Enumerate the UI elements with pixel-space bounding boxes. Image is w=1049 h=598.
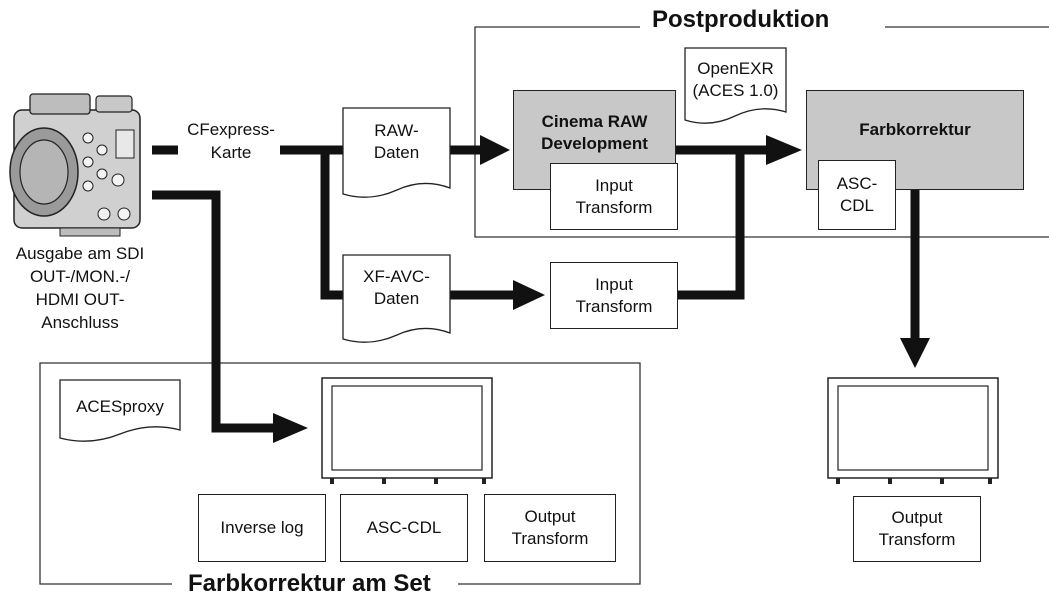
input-transform-xfavc-box: Input Transform (550, 262, 678, 329)
input-transform-raw-box: Input Transform (550, 163, 678, 230)
doc-acesproxy-label: ACESproxy (76, 397, 164, 416)
doc-raw-label: RAW- Daten (373, 121, 420, 162)
arrowhead-to-cinema (480, 135, 510, 165)
arrowhead-to-onset-monitor (273, 413, 308, 443)
doc-acesproxy-shape (59, 379, 181, 442)
doc-xfavc-label: XF-AVC- Daten (363, 267, 430, 308)
postproduction-frame (474, 26, 1049, 238)
output-transform-post-box: Output Transform (853, 496, 981, 562)
arrowhead-to-input-xf (513, 280, 545, 310)
doc-raw-shape (342, 107, 451, 198)
doc-openexr-shape (684, 47, 787, 124)
camera-output-label: Ausgabe am SDI OUT-/MON.-/ HDMI OUT- Ans… (15, 244, 145, 332)
line-camera-to-monitor (152, 190, 275, 433)
postproduction-title: Postproduktion (642, 6, 840, 34)
asc-cdl-set-box: ASC-CDL (340, 494, 468, 562)
line-input-to-join (676, 150, 745, 300)
onset-monitor-icon (321, 377, 493, 484)
line-card-to-xfavc (320, 150, 345, 300)
asc-cdl-post-box: ASC- CDL (818, 160, 896, 230)
output-transform-set-box: Output Transform (484, 494, 616, 562)
onset-frame (39, 362, 641, 585)
inverse-log-box: Inverse log (198, 494, 326, 562)
camera-icon (9, 93, 141, 237)
doc-openexr-label: OpenEXR (ACES 1.0) (692, 59, 779, 100)
arrowhead-to-farbkorrektur (766, 135, 802, 165)
cfexpress-label: CFexpress- Karte (187, 120, 275, 162)
arrowhead-to-post-monitor (900, 338, 930, 368)
onset-title: Farbkorrektur am Set (178, 570, 441, 598)
doc-xfavc-shape (342, 254, 451, 343)
post-monitor-icon (827, 377, 999, 484)
